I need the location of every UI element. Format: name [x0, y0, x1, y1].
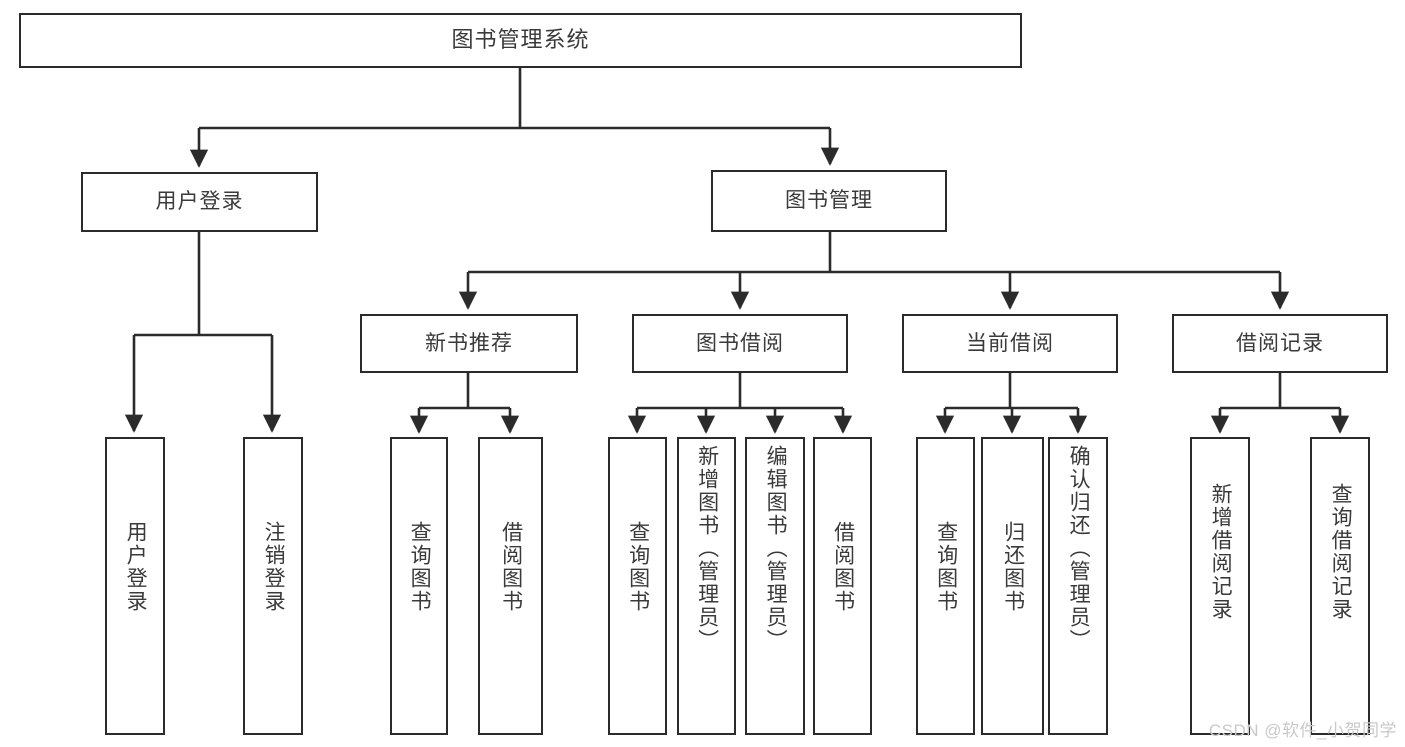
node-leaf-edit-book[interactable]: 编辑图书（管理员）: [745, 437, 805, 735]
node-leaf-add-borrow-record-label: 新增借阅记录: [1209, 483, 1233, 621]
node-leaf-borrow-book-recommend-label: 借阅图书: [499, 521, 523, 613]
node-leaf-user-login[interactable]: 用户登录: [105, 437, 165, 735]
node-book-manage-label: 图书管理: [785, 189, 873, 213]
node-leaf-add-book-label: 新增图书（管理员）: [695, 445, 719, 652]
node-leaf-query-borrow-record-label: 查询借阅记录: [1329, 483, 1353, 621]
node-leaf-edit-book-label: 编辑图书（管理员）: [764, 445, 788, 652]
node-leaf-query-book-recommend-label: 查询图书: [408, 521, 432, 613]
node-user-login-label: 用户登录: [155, 190, 244, 214]
node-leaf-query-borrow-record[interactable]: 查询借阅记录: [1310, 437, 1370, 735]
watermark-text: CSDN @软件_小贺同学: [1208, 721, 1397, 740]
node-borrow-record[interactable]: 借阅记录: [1172, 314, 1388, 373]
node-leaf-borrow-book-recommend[interactable]: 借阅图书: [478, 437, 543, 735]
node-leaf-query-book-recommend[interactable]: 查询图书: [390, 437, 448, 735]
node-user-login[interactable]: 用户登录: [81, 172, 318, 232]
node-leaf-query-book-borrow-label: 查询图书: [626, 521, 650, 613]
node-new-book-recommend-label: 新书推荐: [425, 331, 513, 355]
node-leaf-query-book-borrow[interactable]: 查询图书: [608, 437, 667, 735]
node-leaf-confirm-return[interactable]: 确认归还（管理员）: [1048, 437, 1108, 735]
node-book-borrow-label: 图书借阅: [696, 331, 784, 355]
node-leaf-user-login-label: 用户登录: [124, 521, 148, 613]
node-borrow-record-label: 借阅记录: [1236, 331, 1324, 355]
node-leaf-return-book[interactable]: 归还图书: [981, 437, 1044, 735]
node-leaf-return-book-label: 归还图书: [1001, 521, 1025, 613]
node-leaf-confirm-return-label: 确认归还（管理员）: [1067, 445, 1091, 652]
node-root-system[interactable]: 图书管理系统: [19, 13, 1022, 68]
node-book-borrow[interactable]: 图书借阅: [632, 314, 848, 373]
node-book-manage[interactable]: 图书管理: [711, 170, 947, 232]
node-leaf-add-borrow-record[interactable]: 新增借阅记录: [1190, 437, 1250, 735]
node-leaf-logout-label: 注销登录: [262, 521, 286, 613]
node-current-borrow-label: 当前借阅: [966, 331, 1054, 355]
node-leaf-borrow-book[interactable]: 借阅图书: [813, 437, 872, 735]
node-new-book-recommend[interactable]: 新书推荐: [360, 314, 578, 373]
node-leaf-borrow-book-label: 借阅图书: [831, 521, 855, 613]
node-root-label: 图书管理系统: [451, 27, 590, 53]
node-leaf-logout[interactable]: 注销登录: [243, 437, 303, 735]
node-leaf-query-book-current[interactable]: 查询图书: [916, 437, 975, 735]
node-leaf-query-book-current-label: 查询图书: [934, 521, 958, 613]
node-current-borrow[interactable]: 当前借阅: [902, 314, 1118, 373]
node-leaf-add-book[interactable]: 新增图书（管理员）: [677, 437, 736, 735]
